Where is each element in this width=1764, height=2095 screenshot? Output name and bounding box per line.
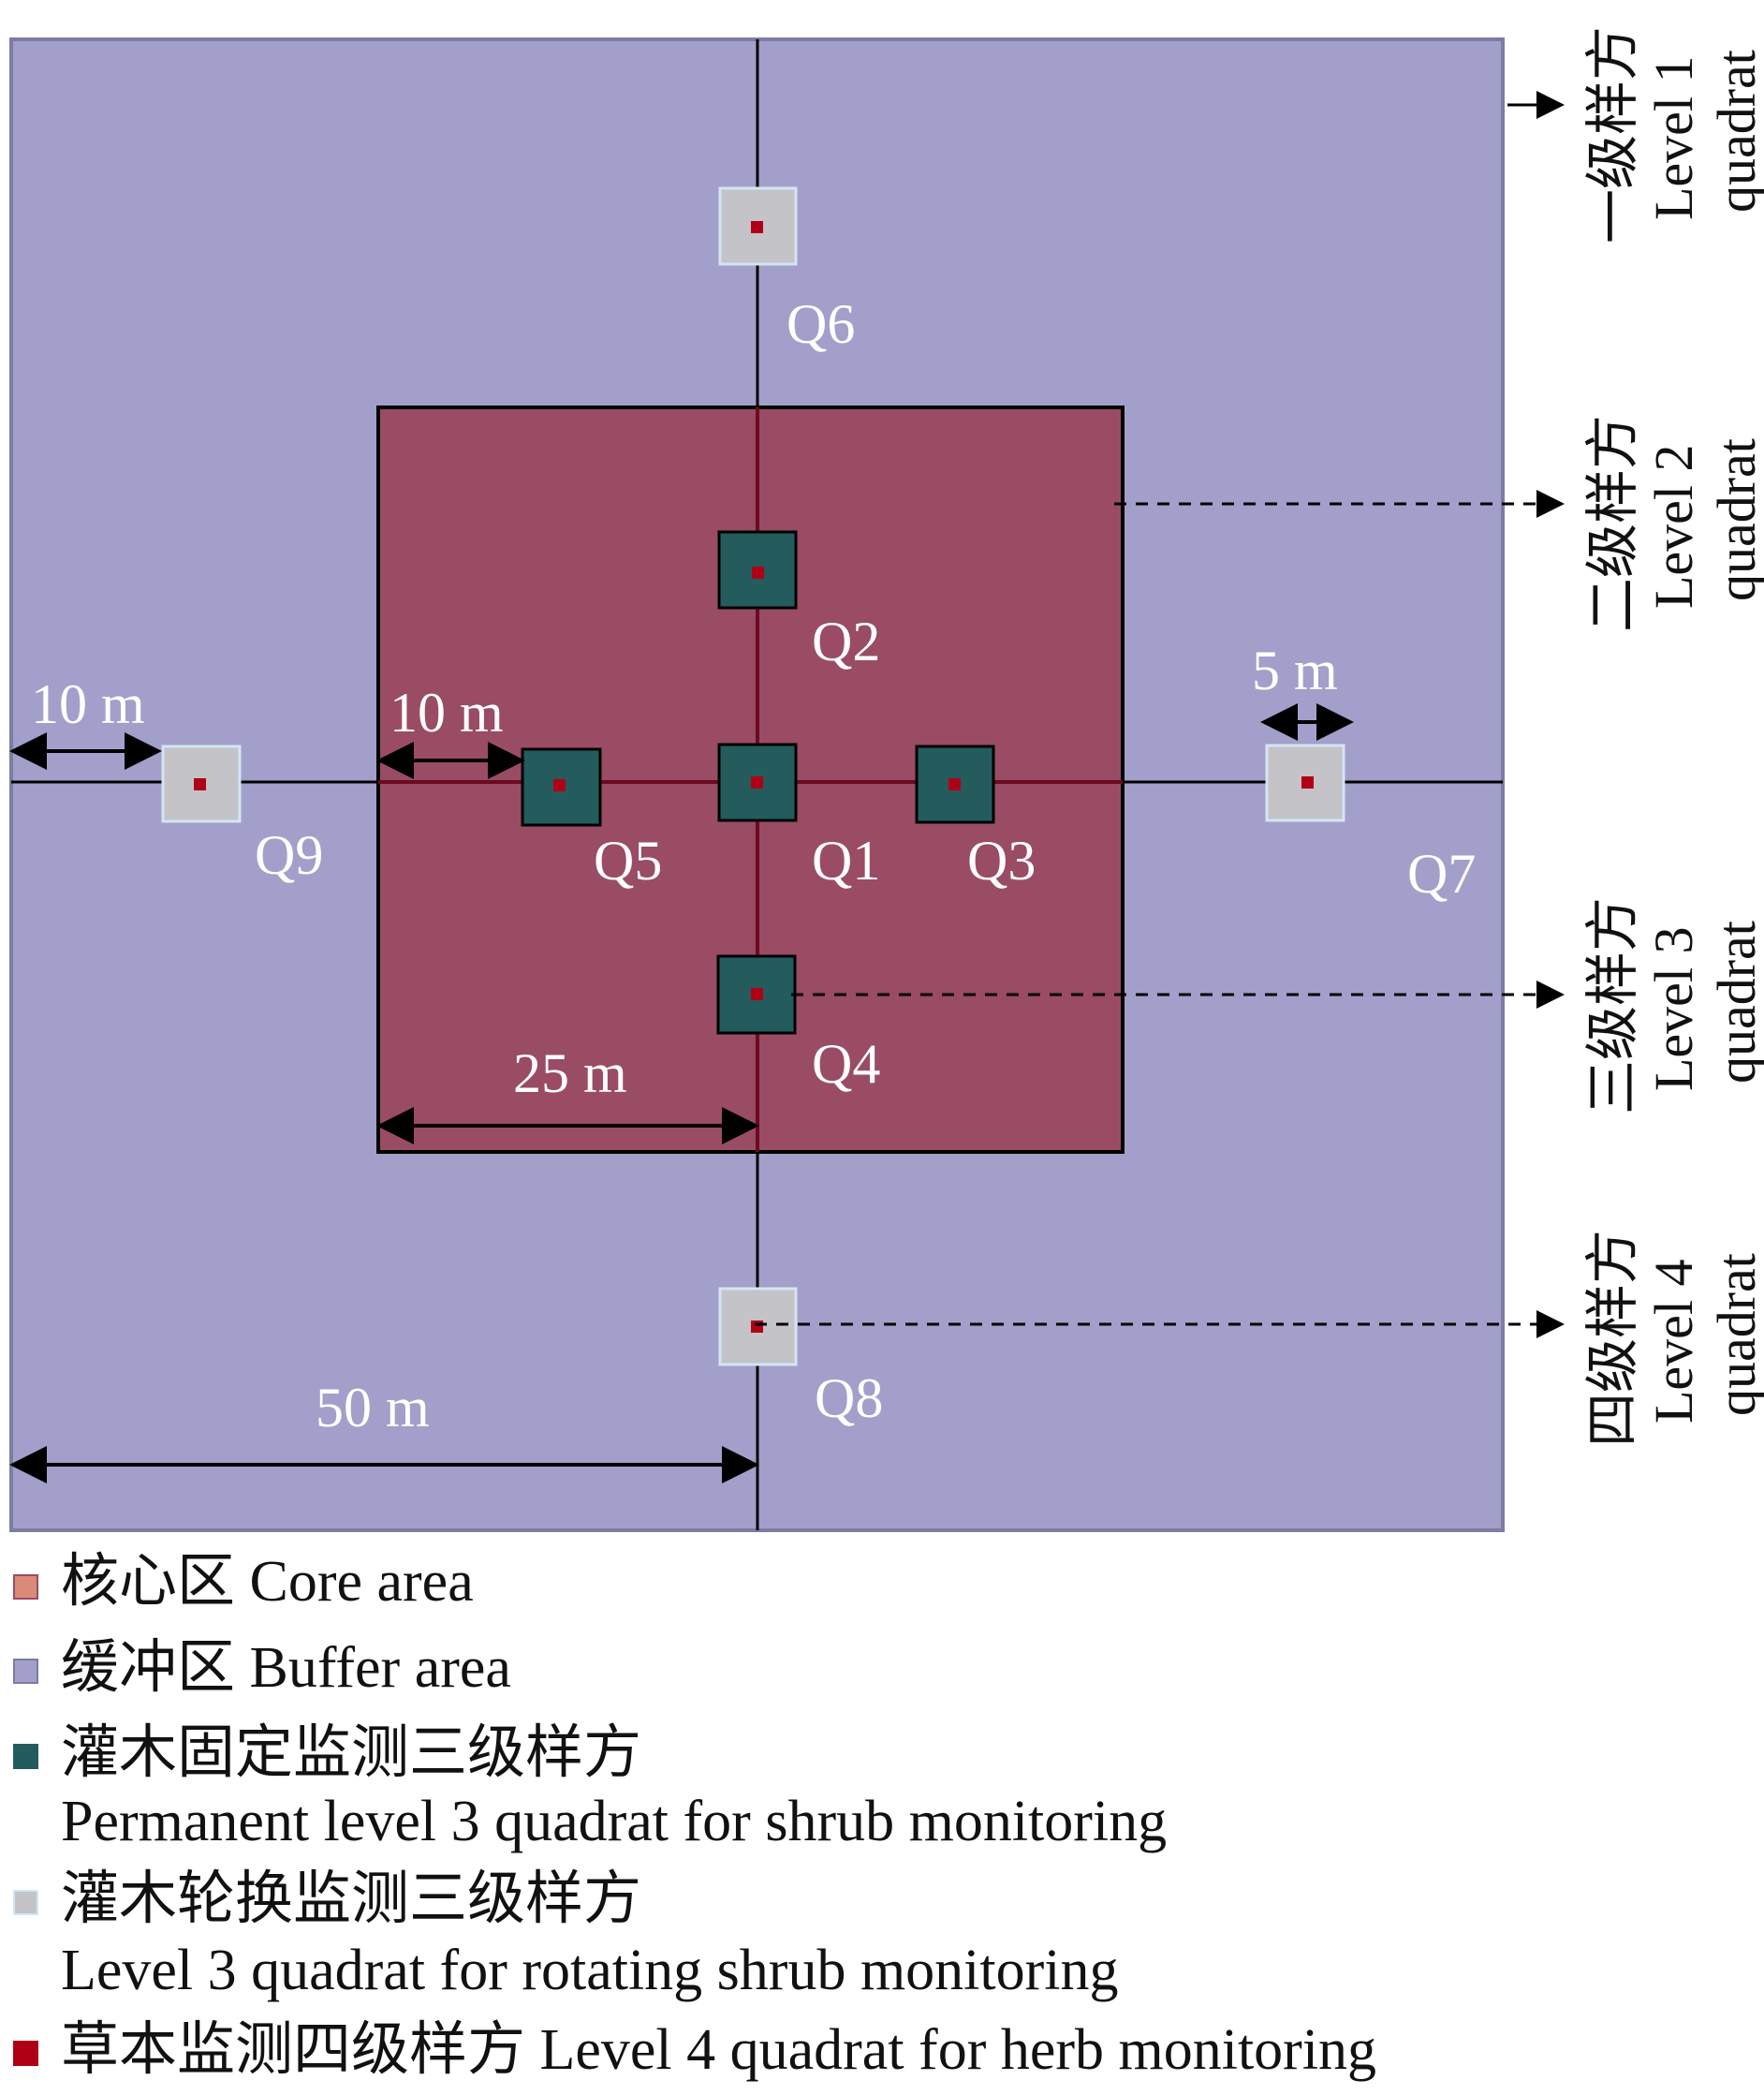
label-q6: Q6 <box>786 293 855 355</box>
herb-quadrat-box <box>553 779 566 791</box>
legend-rotating-english: Level 3 quadrat for rotating shrub monit… <box>61 1939 1119 2002</box>
quadrat-q5 <box>521 747 602 827</box>
buffer-area-swatch <box>13 1659 38 1684</box>
quadrat-q2 <box>717 530 798 610</box>
herb-quadrat-box <box>1301 776 1314 789</box>
quadrat-q6 <box>718 186 798 266</box>
legend-buffer-area-label: 缓冲区 Buffer area <box>61 1636 511 1700</box>
permanent-quadrat-swatch <box>13 1744 38 1769</box>
label-q3: Q3 <box>967 830 1036 892</box>
level-1-english-line2: quadrat <box>1706 50 1764 213</box>
level-2-chinese: 二级样方 <box>1582 415 1643 632</box>
herb-quadrat-box <box>751 1320 763 1333</box>
quadrat-q4 <box>716 954 797 1035</box>
legend-rotating-chinese: 灌木轮换监测三级样方 <box>61 1867 642 1931</box>
dimension-small-square: 5 m <box>1252 640 1338 701</box>
legend-permanent-chinese: 灌木固定监测三级样方 <box>61 1721 642 1785</box>
dimension-left-buffer: 10 m <box>31 673 145 735</box>
level-1-chinese: 一级样方 <box>1582 26 1643 243</box>
quadrat-q9 <box>161 745 242 823</box>
herb-quadrat-box <box>752 567 764 579</box>
level-3-chinese: 三级样方 <box>1582 897 1643 1114</box>
label-q5: Q5 <box>594 830 662 892</box>
level-2-english-line1: Level 2 <box>1643 444 1704 609</box>
label-q8: Q8 <box>815 1367 883 1429</box>
level-2-label: 二级样方 Level 2 quadrat <box>1582 415 1764 632</box>
quadrat-q3 <box>915 745 995 824</box>
level-4-label: 四级样方 Level 4 quadrat <box>1582 1230 1764 1447</box>
level-3-english-line1: Level 3 <box>1643 926 1704 1091</box>
herb-quadrat-box <box>751 988 763 1000</box>
label-q7: Q7 <box>1407 843 1476 905</box>
herb-quadrat-box <box>751 221 763 233</box>
dimension-arrows <box>9 703 1354 1483</box>
dimension-core-half: 25 m <box>513 1042 627 1104</box>
rotating-quadrat-box <box>718 1287 798 1366</box>
herb-quadrat-swatch <box>13 2041 38 2066</box>
legend-core-area-label: 核心区 Core area <box>61 1550 474 1614</box>
level-pointers <box>755 91 1565 1338</box>
quadrat-layout-diagram: Q6 Q2 Q5 Q1 Q3 Q9 Q7 Q4 Q8 10 m 10 m 5 m… <box>9 26 1764 1532</box>
level-4-english-line1: Level 4 <box>1643 1259 1704 1424</box>
label-q9: Q9 <box>255 824 323 886</box>
label-q1: Q1 <box>812 830 880 892</box>
level-4-english-line2: quadrat <box>1706 1253 1764 1416</box>
core-area-swatch <box>13 1574 38 1600</box>
level-4-chinese: 四级样方 <box>1582 1230 1643 1447</box>
level-1-label: 一级样方 Level 1 quadrat <box>1582 26 1764 243</box>
rotating-quadrat-box <box>718 186 798 266</box>
quadrat-labels: Q6 Q2 Q5 Q1 Q3 Q9 Q7 Q4 Q8 <box>255 293 1476 1429</box>
quadrat-q1 <box>717 743 798 822</box>
rotating-quadrat-swatch <box>13 1890 38 1915</box>
level-1-english-line1: Level 1 <box>1643 55 1704 220</box>
dimension-labels: 10 m 10 m 5 m 25 m 50 m <box>31 640 1338 1438</box>
herb-quadrat-box <box>948 778 961 790</box>
dimension-left-core: 10 m <box>390 682 504 744</box>
quadrat-q7 <box>1265 744 1345 822</box>
herb-quadrat-box <box>751 776 763 789</box>
herb-quadrat-box <box>194 778 206 790</box>
level-2-english-line2: quadrat <box>1706 438 1764 601</box>
permanent-quadrat-box <box>717 530 798 610</box>
dimension-buffer-half: 50 m <box>316 1377 430 1438</box>
quadrat-q8 <box>718 1287 798 1366</box>
level-3-label: 三级样方 Level 3 quadrat <box>1582 897 1764 1114</box>
label-q4: Q4 <box>812 1033 880 1095</box>
level-3-english-line2: quadrat <box>1706 921 1764 1084</box>
label-q2: Q2 <box>812 611 880 672</box>
legend-herb-label: 草本监测四级样方 Level 4 quadrat for herb monito… <box>61 2018 1377 2082</box>
legend-permanent-english: Permanent level 3 quadrat for shrub moni… <box>61 1790 1168 1853</box>
